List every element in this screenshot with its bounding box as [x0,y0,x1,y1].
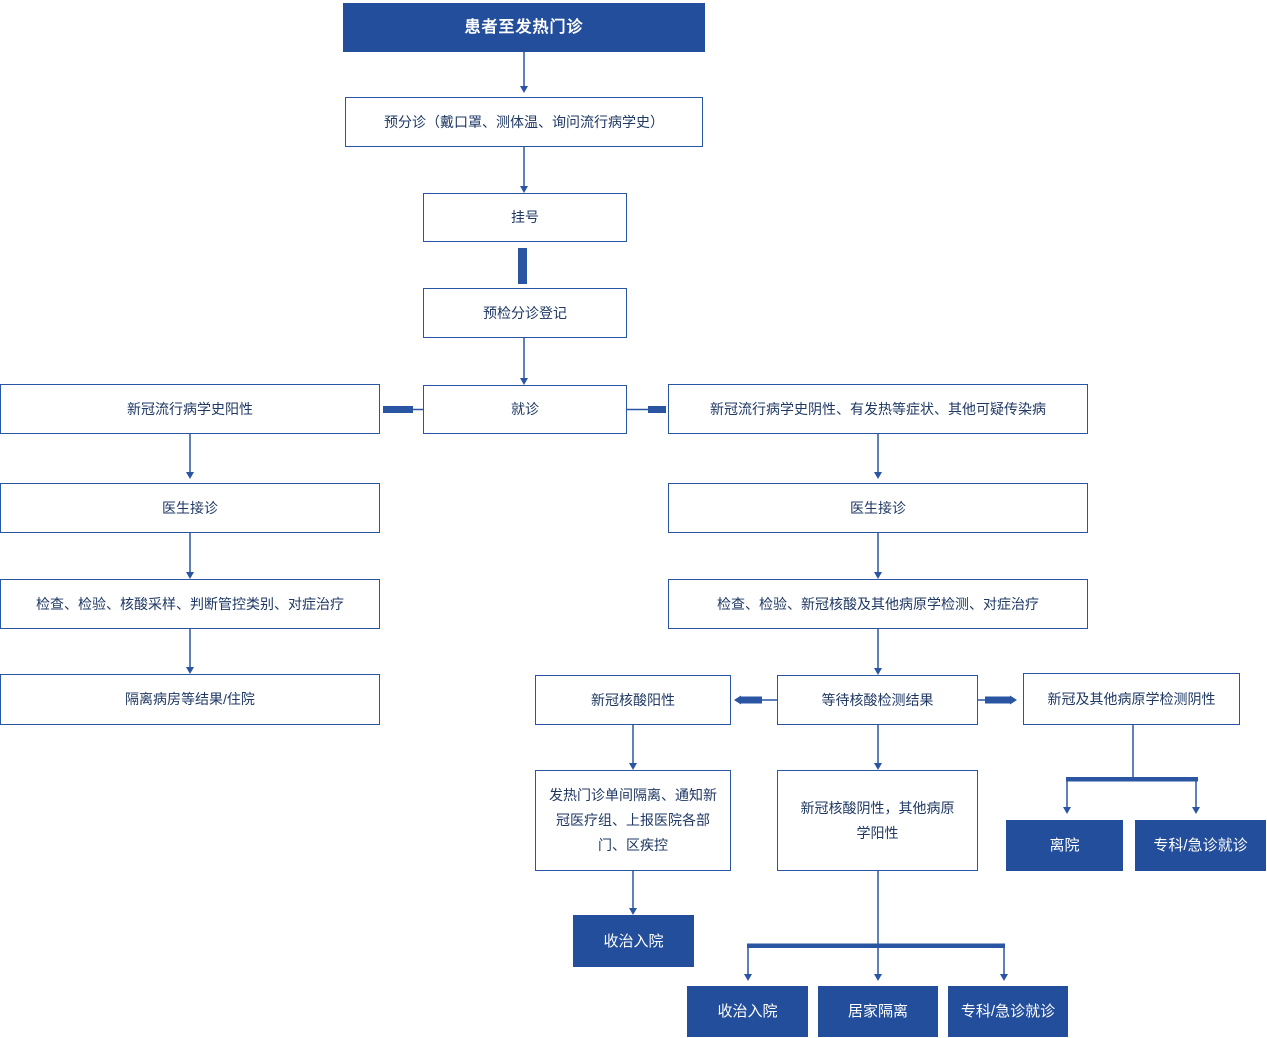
edge-visit-epi-negative [627,406,666,413]
node-isolation-ward: 隔离病房等结果/住院 [0,674,380,725]
node-admit-2: 收治入院 [687,986,808,1037]
edge-epi-positive-doctor-left [186,434,194,479]
node-specialist-1: 专科/急诊就诊 [1135,820,1266,871]
edge-exam-right-wait-result [874,629,882,675]
edge-wait-result-all-negative [977,695,1017,705]
node-fever-isolation: 发热门诊单间隔离、通知新冠医疗组、上报医院各部门、区疾控 [535,770,731,871]
node-triage-registration: 预检分诊登记 [423,288,627,338]
node-nucleic-positive: 新冠核酸阳性 [535,675,731,725]
node-register: 挂号 [423,193,627,242]
edge-all-negative-branches [1063,725,1200,814]
node-other-pathogen-positive: 新冠核酸阴性，其他病原学阳性 [777,770,978,871]
edge-doctor-left-exam-left [186,533,194,579]
node-epi-negative: 新冠流行病学史阴性、有发热等症状、其他可疑传染病 [668,384,1088,434]
node-epi-positive: 新冠流行病学史阳性 [0,384,380,434]
edge-nucleic-positive-fever-isolation [629,725,637,770]
node-pre-triage: 预分诊（戴口罩、测体温、询问流行病学史） [345,97,703,147]
node-specialist-2: 专科/急诊就诊 [948,986,1068,1037]
edge-register-triage-registration [518,248,527,284]
edge-start-pre-triage [520,52,528,93]
edge-doctor-right-exam-right [874,533,882,579]
edge-other-pathogen-positive-branches [744,871,1008,981]
edge-exam-left-isolation-ward [186,629,194,674]
edge-fever-isolation-admit-1 [629,871,637,915]
node-exam-right: 检查、检验、新冠核酸及其他病原学检测、对症治疗 [668,579,1088,629]
node-discharge: 离院 [1006,820,1123,871]
node-home-quarantine: 居家隔离 [818,986,938,1037]
node-doctor-left: 医生接诊 [0,483,380,533]
edge-triage-registration-visit [520,338,528,385]
edge-visit-epi-positive [383,406,424,413]
node-doctor-right: 医生接诊 [668,483,1088,533]
node-visit: 就诊 [423,385,627,434]
node-start: 患者至发热门诊 [343,3,705,52]
node-admit-1: 收治入院 [573,915,694,967]
edge-wait-result-other-pathogen-positive [874,725,882,770]
edge-epi-negative-doctor-right [874,434,882,479]
edge-pre-triage-register [520,147,528,193]
node-wait-result: 等待核酸检测结果 [777,675,978,725]
edge-wait-result-nucleic-positive [734,695,778,705]
node-exam-left: 检查、检验、核酸采样、判断管控类别、对症治疗 [0,579,380,629]
node-all-negative: 新冠及其他病原学检测阴性 [1023,673,1240,725]
